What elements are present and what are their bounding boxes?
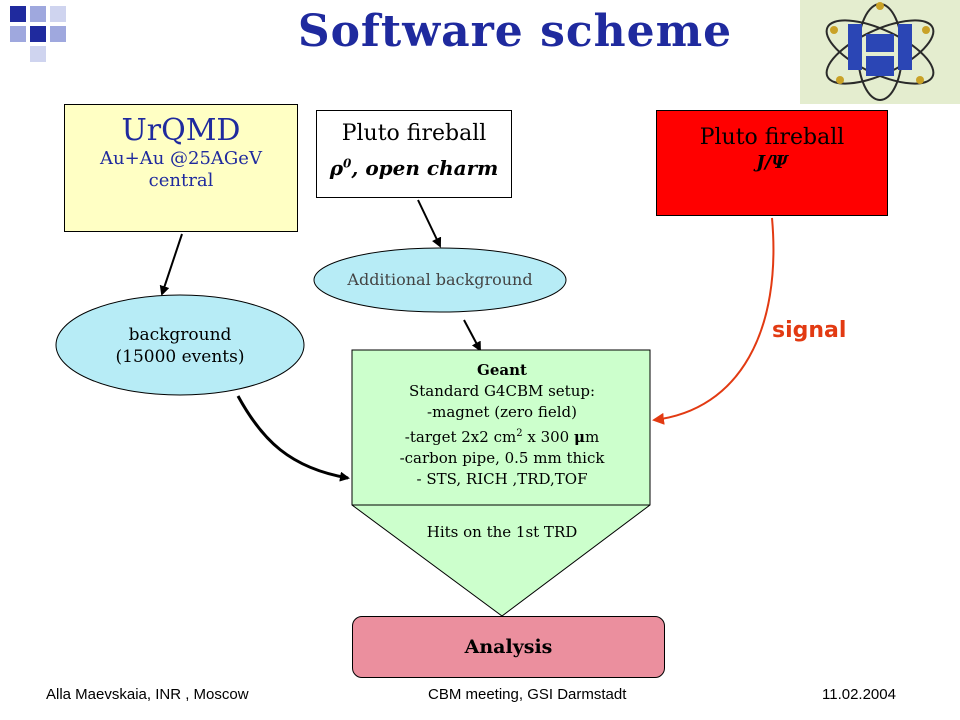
footer-author: Alla Maevskaia, INR , Moscow: [46, 686, 249, 703]
arrow-background-to-geant: [236, 395, 350, 482]
corner-square: [30, 46, 46, 62]
geant-description: Geant Standard G4CBM setup: -magnet (zer…: [352, 360, 652, 490]
background-ellipse: [55, 294, 305, 396]
geant-line4: -carbon pipe, 0.5 mm thick: [399, 449, 605, 467]
geant-title: Geant: [477, 361, 527, 379]
pluto-open-subtitle: ρ0, open charm: [329, 156, 499, 180]
pluto-jpsi-title: Pluto fireball: [699, 125, 845, 150]
slide-title: Software scheme: [297, 6, 733, 57]
corner-square: [10, 26, 26, 42]
pluto-jpsi-subtitle: J/Ψ: [756, 152, 788, 173]
corner-square: [50, 26, 66, 42]
arrow-urqmd-to-background: [159, 233, 183, 296]
footer-meeting: CBM meeting, GSI Darmstadt: [428, 686, 627, 703]
corner-square: [30, 6, 46, 22]
geant-line3: -target 2x2 cm2 x 300 μm: [404, 428, 600, 446]
geant-box: [351, 349, 651, 617]
arrow-additional-to-geant: [463, 319, 481, 352]
pluto-jpsi-box: Pluto fireball J/Ψ: [656, 110, 888, 216]
footer-date: 11.02.2004: [822, 686, 896, 703]
pluto-open-title: Pluto fireball: [341, 121, 487, 146]
analysis-box: Analysis: [352, 616, 665, 678]
geant-line2: -magnet (zero field): [427, 403, 577, 421]
corner-square: [10, 6, 26, 22]
urqmd-title: UrQMD: [121, 113, 241, 148]
corner-square: [30, 26, 46, 42]
hits-label: Hits on the 1st TRD: [426, 523, 578, 541]
urqmd-line1: Au+Au @25AGeV: [100, 148, 262, 169]
background-label: background (15000 events): [115, 325, 245, 367]
arrow-pluto-to-additional: [417, 199, 442, 248]
geant-line1: Standard G4CBM setup:: [408, 382, 596, 400]
inr-logo: [800, 0, 960, 104]
signal-label: signal: [772, 318, 847, 343]
geant-line5: - STS, RICH ,TRD,TOF: [416, 470, 588, 488]
additional-background-ellipse: [313, 247, 567, 313]
urqmd-line2: central: [148, 170, 214, 191]
pluto-open-charm-box: Pluto fireball ρ0, open charm: [316, 110, 512, 198]
corner-square: [50, 6, 66, 22]
additional-background-label: Additional background: [347, 270, 533, 289]
urqmd-box: UrQMD Au+Au @25AGeV central: [64, 104, 298, 232]
arrow-signal-to-geant: [652, 217, 775, 425]
